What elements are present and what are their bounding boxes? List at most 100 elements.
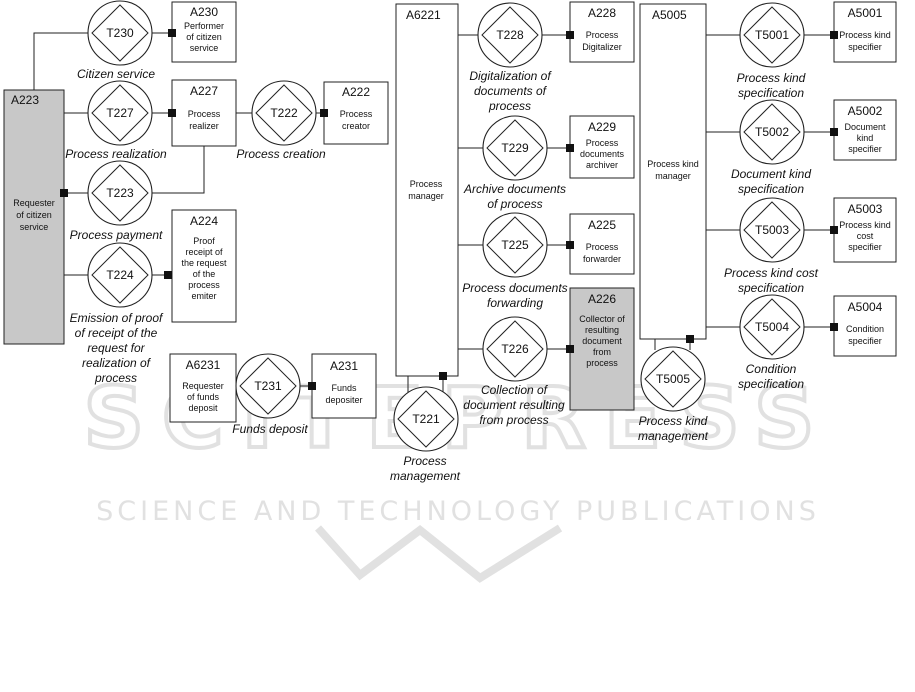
svg-text:A6231: A6231 [186, 358, 221, 372]
svg-text:Funds deposit: Funds deposit [232, 422, 308, 436]
svg-text:A5002: A5002 [848, 104, 883, 118]
svg-text:T226: T226 [501, 342, 529, 356]
svg-text:T5003: T5003 [755, 223, 789, 237]
svg-text:A228: A228 [588, 6, 616, 20]
executor-markers [60, 29, 838, 390]
svg-text:Process realization: Process realization [65, 147, 167, 161]
svg-text:T5004: T5004 [755, 320, 789, 334]
svg-text:A5004: A5004 [848, 300, 883, 314]
svg-text:A229: A229 [588, 120, 616, 134]
svg-text:A224: A224 [190, 214, 218, 228]
svg-text:T224: T224 [106, 268, 134, 282]
svg-text:A230: A230 [190, 5, 218, 19]
svg-text:A5005: A5005 [652, 8, 687, 22]
svg-text:A5001: A5001 [848, 6, 883, 20]
transaction-t230: T230 Citizen service [77, 0, 155, 81]
transaction-t227: T227 Process realization [65, 80, 167, 161]
svg-text:T230: T230 [106, 26, 134, 40]
svg-text:T5002: T5002 [755, 125, 789, 139]
svg-text:A5003: A5003 [848, 202, 883, 216]
svg-text:A222: A222 [342, 85, 370, 99]
svg-text:Process creation: Process creation [236, 147, 326, 161]
svg-text:A227: A227 [190, 84, 218, 98]
svg-text:T229: T229 [501, 141, 529, 155]
svg-text:T231: T231 [254, 379, 282, 393]
svg-text:T227: T227 [106, 106, 134, 120]
svg-text:A231: A231 [330, 359, 358, 373]
svg-text:Process payment: Process payment [70, 228, 163, 242]
svg-text:A226: A226 [588, 292, 616, 306]
svg-text:T222: T222 [270, 106, 298, 120]
transaction-t222: T222 Process creation [236, 80, 326, 161]
transaction-t223: T223 Process payment [70, 160, 163, 242]
watermark-sub: SCIENCE AND TECHNOLOGY PUBLICATIONS [96, 496, 820, 527]
svg-text:A6221: A6221 [406, 8, 441, 22]
svg-text:T228: T228 [496, 28, 524, 42]
svg-text:T221: T221 [412, 412, 440, 426]
transaction-t231: T231 Funds deposit [232, 353, 308, 436]
svg-text:T5001: T5001 [755, 28, 789, 42]
svg-text:A223: A223 [11, 93, 39, 107]
watermark-swoosh [315, 524, 563, 583]
svg-text:T225: T225 [501, 238, 529, 252]
svg-text:T5005: T5005 [656, 372, 690, 386]
svg-text:Citizen service: Citizen service [77, 67, 155, 81]
svg-text:A225: A225 [588, 218, 616, 232]
